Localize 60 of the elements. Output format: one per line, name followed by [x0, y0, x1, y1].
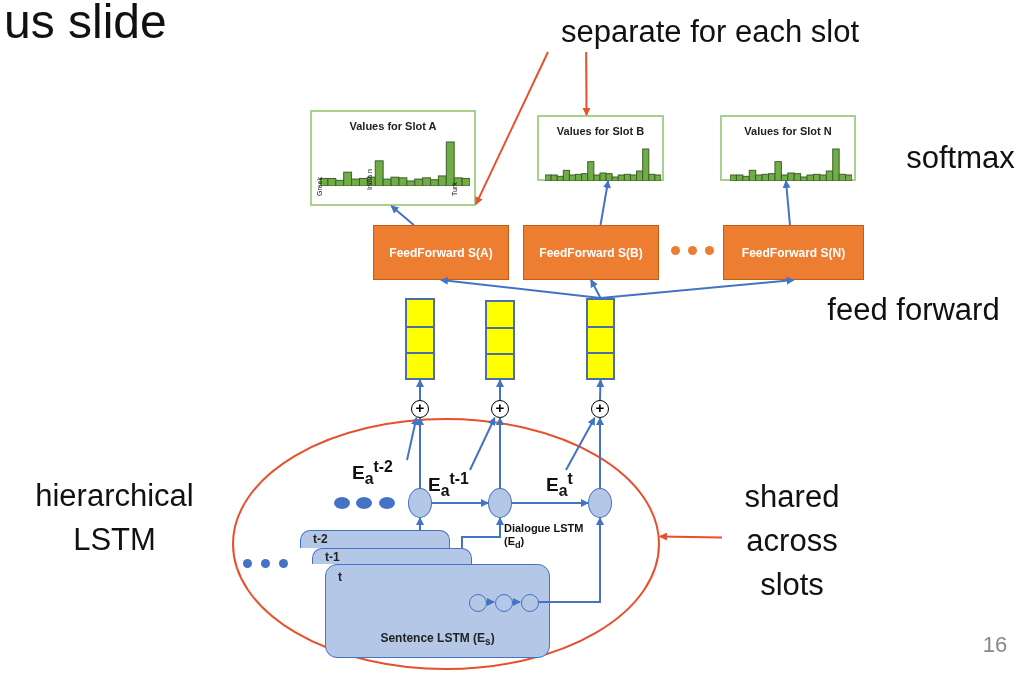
arrow: [659, 532, 723, 541]
arrow: [416, 417, 424, 489]
feedforward-box: FeedForward S(N): [723, 225, 864, 280]
chart-title: Values for Slot N: [743, 125, 833, 137]
arrow: [440, 276, 602, 299]
arrow: [416, 379, 424, 401]
chart-panel: [310, 110, 476, 206]
time-step-label: t-2: [313, 533, 328, 546]
sentence-lstm-card: [325, 564, 550, 658]
slide-title: us slide: [4, 0, 167, 50]
arrow: [461, 517, 504, 549]
chart-title: Values for Slot A: [348, 120, 438, 132]
sentence-lstm-card: [312, 548, 472, 564]
feedforward-box: FeedForward S(B): [523, 225, 659, 280]
feedforward-box: FeedForward S(A): [373, 225, 509, 280]
arrow: [496, 417, 504, 489]
arrow: [782, 180, 791, 226]
lstm-cell: [521, 594, 539, 612]
arrow: [511, 499, 589, 507]
arrow: [469, 417, 496, 471]
arrow: [565, 417, 596, 471]
lstm-cell: [469, 594, 487, 612]
slide-label: feed forward: [826, 292, 1001, 328]
chart-panel: [720, 115, 856, 181]
time-step-label: t: [338, 571, 342, 584]
sentence-lstm-card: [300, 530, 450, 548]
arrow: [599, 276, 795, 299]
sum-node: +: [491, 400, 509, 418]
vector-box: [485, 300, 515, 380]
lstm-cell: [495, 594, 513, 612]
lstm-cell: [488, 488, 512, 518]
arrow: [406, 417, 419, 462]
arrow: [599, 180, 611, 226]
page-number: 16: [981, 632, 1009, 658]
chart-title: Values for Slot B: [555, 125, 646, 137]
chart-panel: [537, 115, 664, 181]
arrow: [390, 205, 415, 226]
layer-label: Dialogue LSTM (E$_{d}$): [504, 522, 585, 553]
slide-label: softmax: [905, 140, 1016, 176]
arrow: [590, 279, 602, 299]
arrow: [475, 51, 549, 206]
slide-label: hierarchical LSTM: [34, 477, 195, 559]
arrow: [496, 379, 504, 401]
arrow: [431, 499, 489, 507]
lstm-cell: [588, 488, 612, 518]
annotation-text: separate for each slot: [530, 10, 890, 52]
arrow: [537, 517, 604, 603]
arrow: [416, 517, 424, 531]
arrow: [582, 51, 591, 116]
cell-caption: Sentence LSTM (E$_{s}$): [379, 630, 496, 647]
arrow: [485, 598, 495, 606]
sum-node: +: [411, 400, 429, 418]
annotation-text: shared across slots: [722, 475, 862, 605]
arrow: [596, 417, 604, 489]
arrow: [511, 598, 521, 606]
arrow: [596, 379, 605, 401]
sum-node: +: [591, 400, 609, 418]
vector-box: [586, 298, 615, 380]
vector-box: [405, 298, 435, 380]
time-step-label: t-1: [325, 551, 340, 564]
